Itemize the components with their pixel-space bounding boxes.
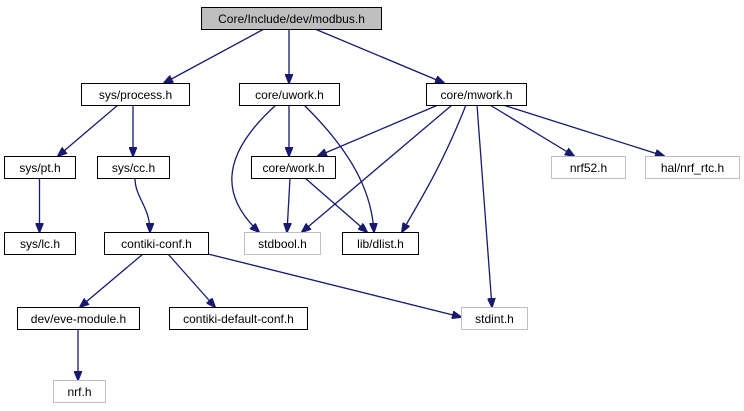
node-box-stdbool xyxy=(244,232,321,255)
node-dlist[interactable]: lib/dlist.h xyxy=(342,232,419,255)
node-label-stdbool: stdbool.h xyxy=(258,237,307,251)
node-label-process: sys/process.h xyxy=(99,88,172,102)
node-box-pt xyxy=(4,156,76,179)
edge-mwork-to-nrf52 xyxy=(489,104,574,156)
node-label-root: Core/Include/dev/modbus.h xyxy=(218,12,365,26)
node-nrf[interactable]: nrf.h xyxy=(53,380,106,403)
node-box-contikiconf xyxy=(104,232,209,255)
node-box-lc xyxy=(4,232,76,255)
edge-cc-to-contikiconf xyxy=(134,177,150,232)
node-box-root xyxy=(201,7,382,30)
edge-mwork-to-work xyxy=(318,104,439,156)
edge-mwork-to-stdbool xyxy=(302,104,453,232)
node-box-process xyxy=(81,83,190,106)
node-box-work xyxy=(251,156,336,179)
node-stdint[interactable]: stdint.h xyxy=(461,307,528,330)
node-box-nrf52 xyxy=(551,156,626,179)
node-label-nrf: nrf.h xyxy=(67,385,91,399)
node-pt[interactable]: sys/pt.h xyxy=(4,156,76,179)
edge-contikiconf-to-contikidefault xyxy=(167,253,215,307)
node-label-nrf52: nrf52.h xyxy=(570,161,607,175)
node-box-contikidefault xyxy=(169,307,308,330)
node-label-dlist: lib/dlist.h xyxy=(357,237,404,251)
node-nrfrtc[interactable]: hal/nrf_rtc.h xyxy=(645,156,740,179)
node-mwork[interactable]: core/mwork.h xyxy=(426,83,527,106)
edge-mwork-to-stdint xyxy=(476,104,492,307)
node-box-dlist xyxy=(342,232,419,255)
node-label-mwork: core/mwork.h xyxy=(440,88,512,102)
nodes-layer: Core/Include/dev/modbus.h sys/process.h co… xyxy=(4,7,740,403)
node-box-cc xyxy=(97,156,170,179)
node-label-stdint: stdint.h xyxy=(475,312,514,326)
node-nrf52[interactable]: nrf52.h xyxy=(551,156,626,179)
edge-work-to-stdbool xyxy=(287,177,290,232)
node-process[interactable]: sys/process.h xyxy=(81,83,190,106)
edge-root-to-mwork xyxy=(314,28,444,83)
node-box-nrf xyxy=(53,380,106,403)
node-root[interactable]: Core/Include/dev/modbus.h xyxy=(201,7,382,30)
edge-process-to-pt xyxy=(58,104,119,156)
node-lc[interactable]: sys/lc.h xyxy=(4,232,76,255)
node-box-stdint xyxy=(461,307,528,330)
node-label-contikidefault: contiki-default-conf.h xyxy=(183,312,294,326)
edges-layer xyxy=(40,28,665,380)
node-contikidefault[interactable]: contiki-default-conf.h xyxy=(169,307,308,330)
edge-contikiconf-to-stdint xyxy=(207,253,461,317)
node-box-mwork xyxy=(426,83,527,106)
edge-root-to-process xyxy=(164,28,265,83)
node-label-lc: sys/lc.h xyxy=(20,237,60,251)
node-label-cc: sys/cc.h xyxy=(112,161,155,175)
edge-mwork-to-dlist xyxy=(402,104,467,232)
edge-uwork-to-dlist xyxy=(303,104,374,232)
node-label-contikiconf: contiki-conf.h xyxy=(121,237,192,251)
node-label-work: core/work.h xyxy=(262,161,324,175)
node-label-nrfrtc: hal/nrf_rtc.h xyxy=(661,161,724,175)
node-box-uwork xyxy=(239,83,340,106)
node-label-uwork: core/uwork.h xyxy=(255,88,324,102)
edge-uwork-to-stdbool xyxy=(231,104,277,232)
edge-contikiconf-to-evemodule xyxy=(80,253,144,307)
node-box-nrfrtc xyxy=(645,156,740,179)
edge-mwork-to-nrfrtc xyxy=(502,104,664,156)
node-uwork[interactable]: core/uwork.h xyxy=(239,83,340,106)
node-stdbool[interactable]: stdbool.h xyxy=(244,232,321,255)
node-work[interactable]: core/work.h xyxy=(251,156,336,179)
node-evemodule[interactable]: dev/eve-module.h xyxy=(17,307,140,330)
node-contikiconf[interactable]: contiki-conf.h xyxy=(104,232,209,255)
node-box-evemodule xyxy=(17,307,140,330)
edge-work-to-dlist xyxy=(304,177,367,232)
node-label-evemodule: dev/eve-module.h xyxy=(31,312,126,326)
node-label-pt: sys/pt.h xyxy=(19,161,60,175)
node-cc[interactable]: sys/cc.h xyxy=(97,156,170,179)
